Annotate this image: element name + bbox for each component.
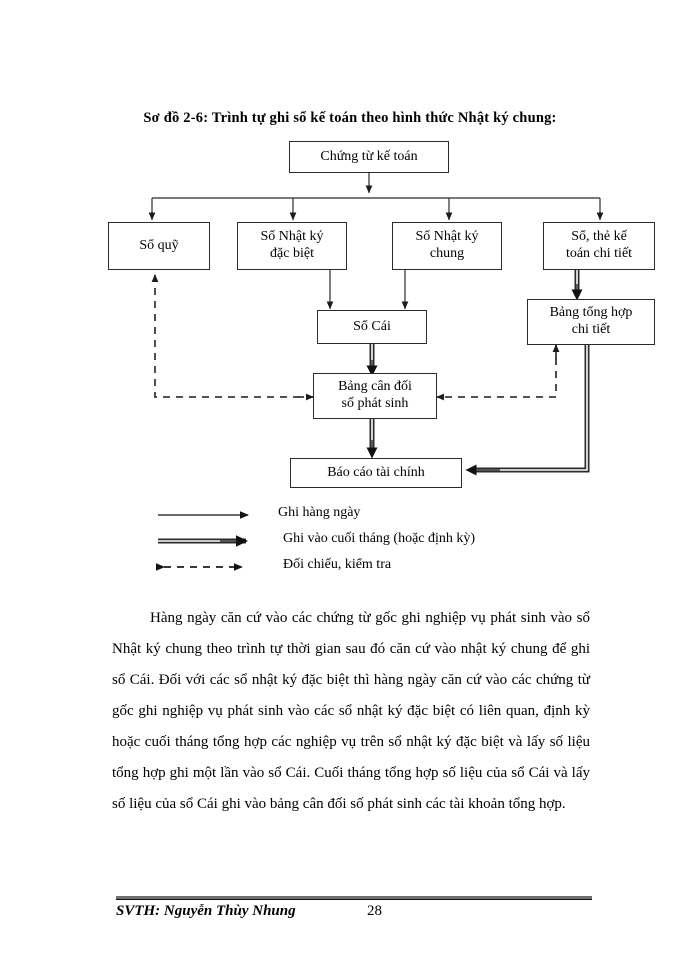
node-special-journal: Sổ Nhật ký đặc biệt <box>237 222 347 270</box>
node-trial-balance: Bảng cân đối số phát sinh <box>313 373 437 419</box>
legend-label-reconcile: Đối chiếu, kiểm tra <box>283 557 392 572</box>
diagram-legend: Ghi hàng ngày Ghi vào cuối tháng (hoặc đ… <box>150 503 580 581</box>
connector-source-to-bus <box>148 173 604 221</box>
node-source-document: Chứng từ kế toán <box>289 141 449 173</box>
connector-reconcile-cash-book <box>151 274 313 398</box>
legend-arrow-monthly-icon <box>158 535 248 547</box>
diagram-title: Sơ đồ 2-6: Trình tự ghi sổ kế toán theo … <box>143 110 557 126</box>
node-detail-books: Sổ, thẻ kế toán chi tiết <box>543 222 655 270</box>
legend-row-daily: Ghi hàng ngày <box>150 503 580 529</box>
connector-detail-summary-to-statements <box>465 345 590 476</box>
legend-arrow-reconcile-icon <box>156 563 243 571</box>
node-financial-statements: Báo cáo tài chính <box>290 458 462 488</box>
node-cash-book: Sổ quỹ <box>108 222 210 270</box>
node-general-ledger: Sổ Cái <box>317 310 427 344</box>
connector-reconcile-detail-summary <box>436 344 560 401</box>
node-detail-summary: Bảng tổng hợp chi tiết <box>527 299 655 345</box>
legend-row-monthly: Ghi vào cuối tháng (hoặc định kỳ) <box>150 529 580 555</box>
legend-row-reconcile: Đối chiếu, kiểm tra <box>150 555 580 581</box>
node-general-journal: Sổ Nhật ký chung <box>392 222 502 270</box>
footer-divider <box>116 896 592 900</box>
legend-label-daily: Ghi hàng ngày <box>278 505 361 520</box>
legend-label-monthly: Ghi vào cuối tháng (hoặc định kỳ) <box>283 531 476 546</box>
body-paragraph: Hàng ngày căn cứ vào các chứng từ gốc gh… <box>112 610 590 812</box>
legend-arrow-daily-icon <box>158 511 249 519</box>
footer-author: SVTH: Nguyễn Thùy Nhung <box>116 903 296 919</box>
footer-page-number: 28 <box>367 903 382 919</box>
